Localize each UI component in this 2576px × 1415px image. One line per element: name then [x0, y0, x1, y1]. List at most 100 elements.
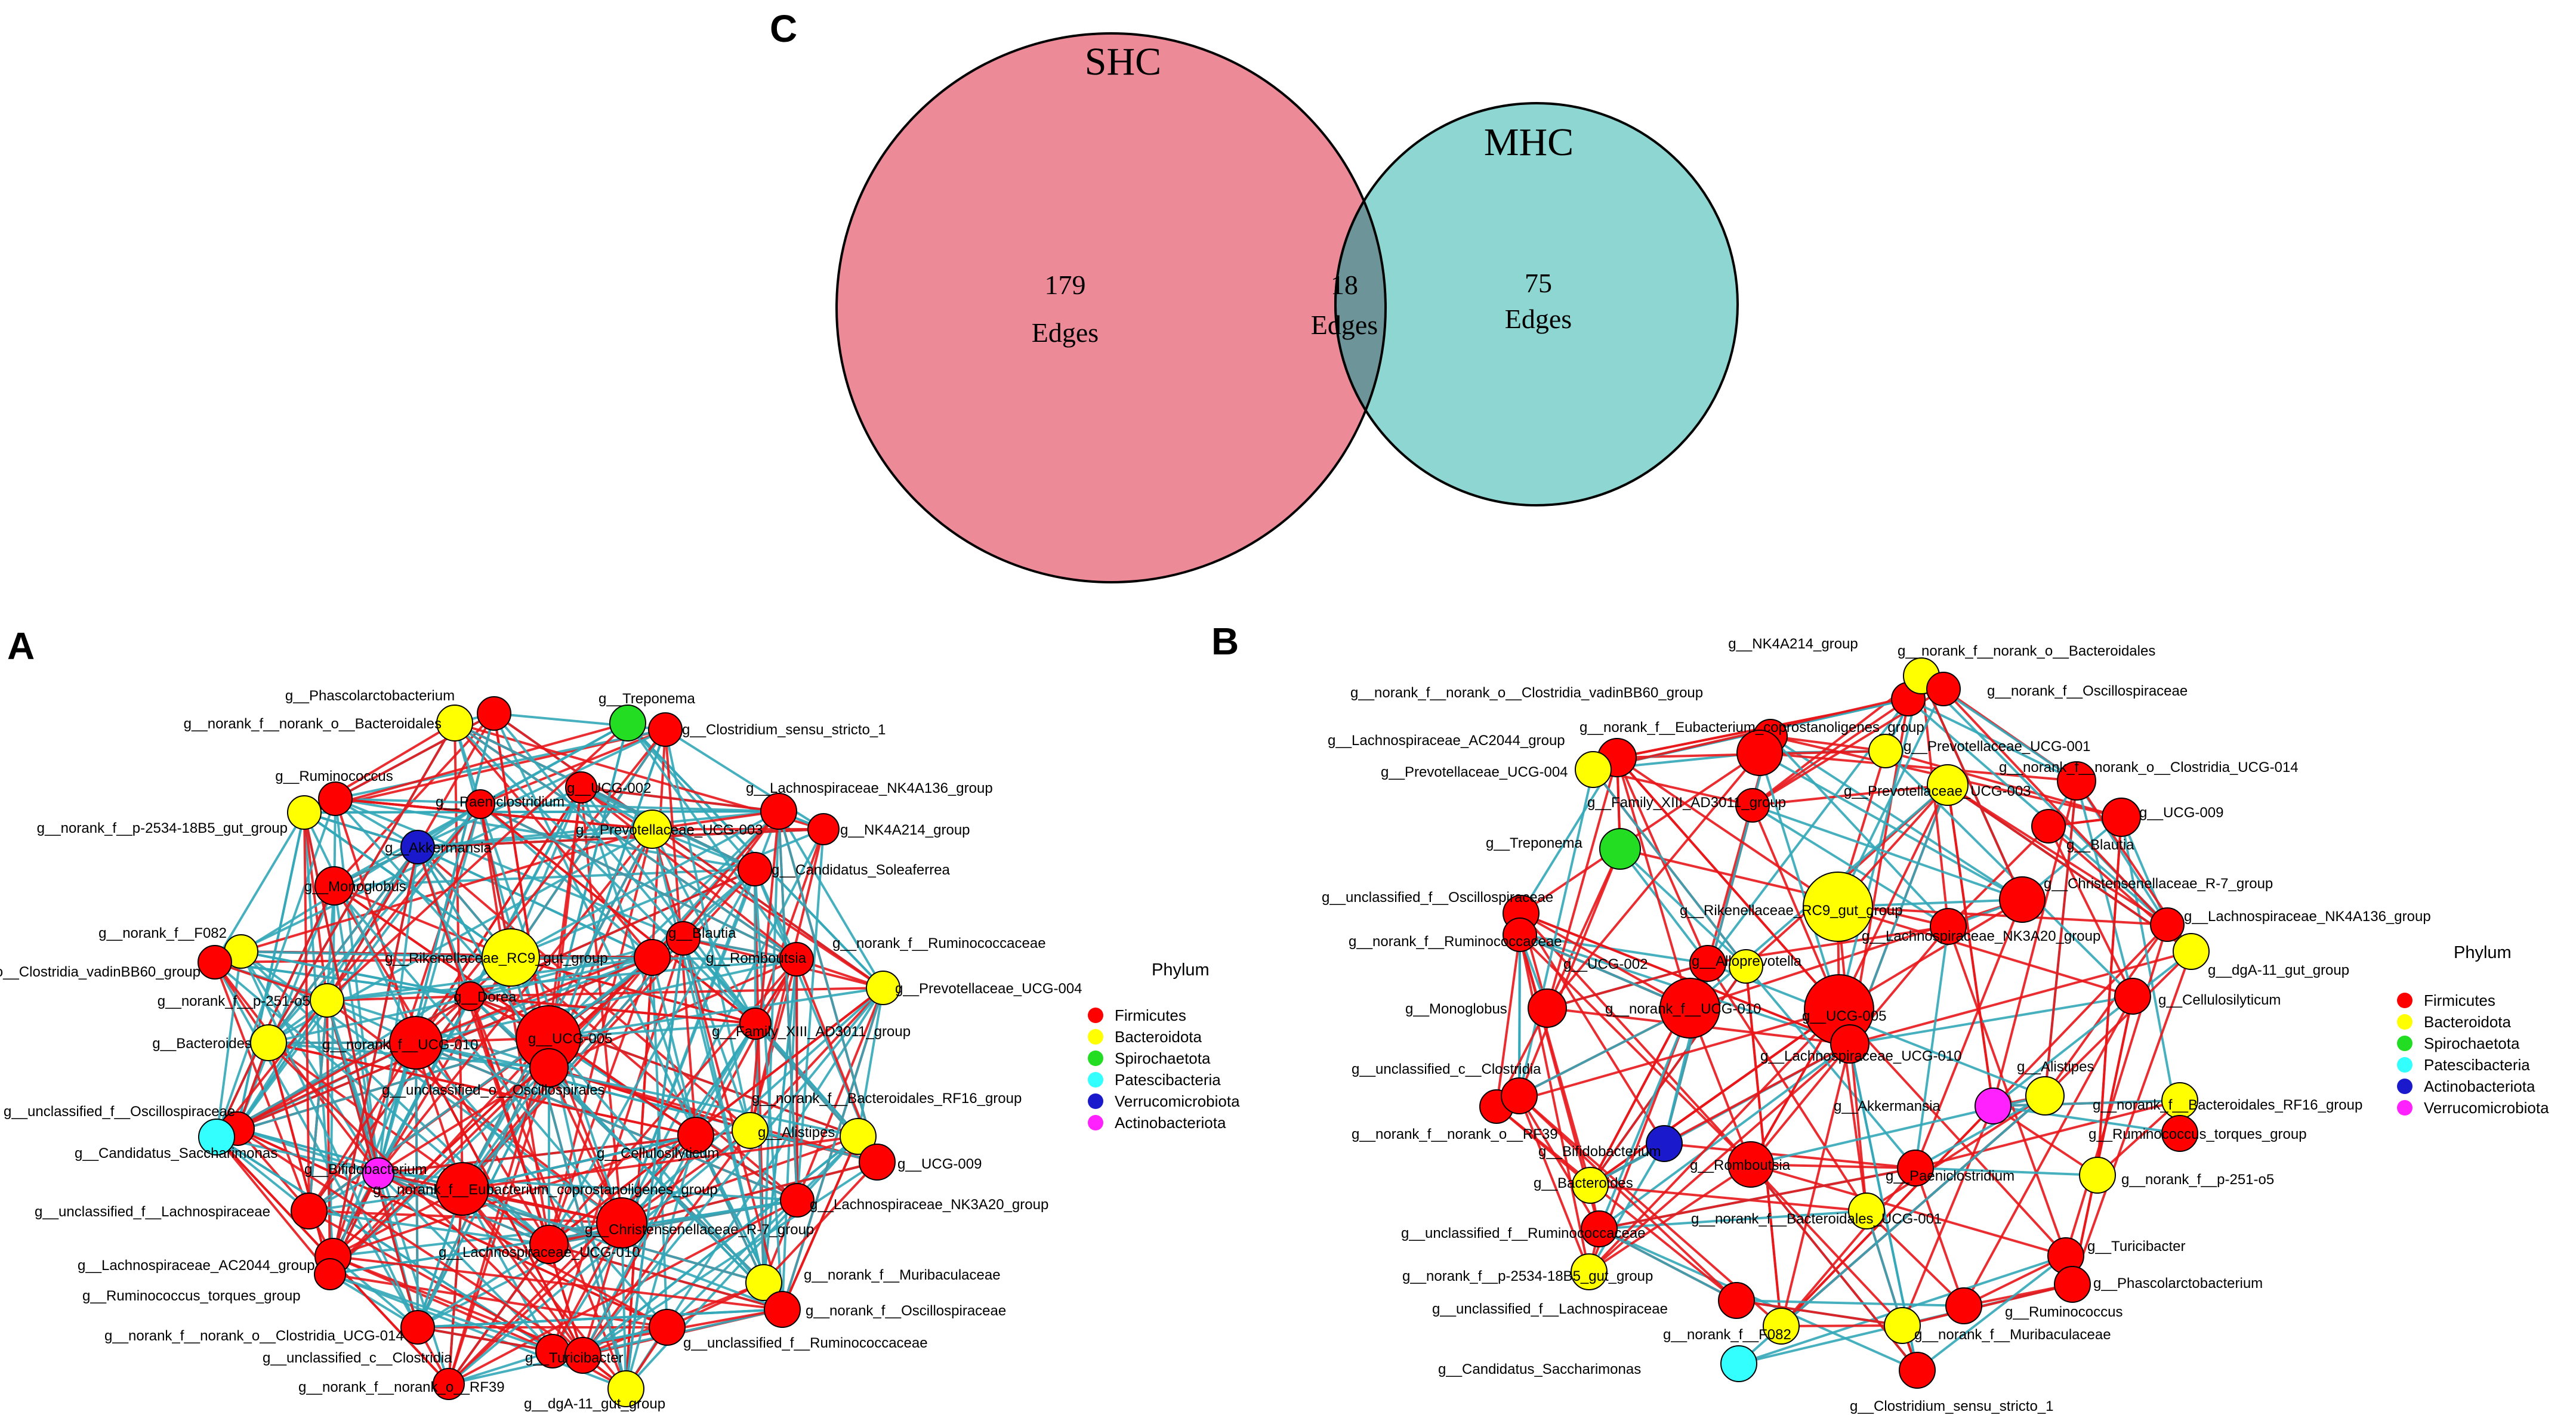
network-a-edge-positive: [215, 885, 335, 1138]
network-a-node-circle: [433, 1368, 465, 1400]
network-b-edge-positive: [1992, 923, 2168, 1107]
network-a-node-label: g__norank_f__F082: [98, 925, 227, 941]
network-b-edge-negative: [1707, 962, 2046, 1097]
network-b-node-circle: [1975, 1087, 2012, 1124]
network-a-edge-negative: [215, 1136, 310, 1212]
network-b-node: g__norank_f__Eubacterium_coprostanoligen…: [1579, 719, 1924, 776]
network-b-node-label: g__Lachnospiraceae_UCG-010: [1760, 1048, 1962, 1064]
network-a-edge-positive: [493, 712, 884, 989]
network-b-node-circle: [1503, 917, 1537, 952]
network-a-edge-positive: [763, 987, 884, 1283]
network-a-node: g__norank_f__norank_o__Clostridia_UCG-01…: [104, 1310, 435, 1345]
network-b-node: g__Lachnospiraceae_UCG-010: [1760, 1024, 1962, 1064]
network-b-node-circle: [1848, 1192, 1885, 1229]
network-a-edge-negative: [510, 728, 667, 959]
network-b-node-circle: [1720, 1345, 1757, 1382]
network-b-edge-positive: [1518, 1095, 1600, 1230]
network-a-edge-positive: [214, 962, 310, 1212]
network-a-node-label: g__UCG-002: [567, 780, 651, 796]
network-a-node: g__Christensenellaceae_R-7_group: [585, 1197, 814, 1249]
network-b-node-label: g__Lachnospiraceae_NK3A20_group: [1862, 928, 2100, 944]
network-a-node: g__Phascolarctobacterium: [285, 688, 511, 731]
network-b-node: g__Cellulosilyticum: [2114, 978, 2281, 1015]
network-b-edge-negative: [1849, 995, 2133, 1045]
network-a-edge-positive: [214, 961, 328, 1002]
network-a-node: g__Paeniclostridium: [436, 789, 564, 819]
network-a-node-label: g__unclassified_o__Oscillospirales: [382, 1082, 605, 1098]
network-a-edge-negative: [326, 1000, 380, 1174]
network-a-node: g__Candidatus_Saccharimonas: [75, 1119, 277, 1161]
network-a-node-label: g__norank_f__p-251-o5: [158, 993, 310, 1009]
network-b-edge-negative: [1599, 1210, 1867, 1230]
network-b-edge-negative: [1619, 848, 1747, 968]
network-a-node-label: g__Ruminococcus_torques_group: [82, 1288, 301, 1304]
network-a-node-circle: [648, 712, 683, 747]
network-a-edge-positive: [448, 1037, 550, 1385]
network-b-edge-positive: [1838, 784, 1949, 1010]
network-a-edge-negative: [582, 987, 884, 1357]
network-b-node: g__norank_f__UCG-010: [1605, 978, 1761, 1039]
network-b-node-label: g__Lachnospiraceae_NK4A136_group: [2184, 909, 2431, 925]
network-b-node: g__Prevotellaceae_UCG-001: [1868, 734, 2091, 768]
network-a-node-circle: [314, 1258, 346, 1290]
network-b-edge-positive: [1914, 899, 2023, 1169]
network-a-node-label: g__Family_XIII_AD3011_group: [712, 1024, 911, 1040]
network-b-edge-positive: [1750, 1163, 1904, 1327]
network-b-edge-positive: [1547, 962, 1708, 1009]
venn-overlap-region: [1334, 198, 1387, 413]
network-b-edge-negative: [1598, 1043, 1851, 1230]
network-a-edge-negative: [778, 811, 878, 1163]
network-b-edge-negative: [1598, 1008, 1691, 1229]
legend-b-title: Phylum: [2454, 943, 2512, 962]
network-a-edge-positive: [547, 787, 582, 1039]
network-b-node-circle: [1999, 876, 2046, 923]
network-a-edge-negative: [548, 869, 756, 1245]
network-b-node-label: g__Family_XIII_AD3011_group: [1587, 795, 1786, 811]
network-a-edge-positive: [448, 1199, 798, 1385]
network-a-edge-negative: [625, 1135, 697, 1389]
network-a-node-circle: [633, 810, 672, 849]
network-a-edge-positive: [332, 1134, 696, 1258]
network-a-node-circle: [529, 1048, 569, 1087]
network-a-edge-positive: [763, 1161, 878, 1284]
network-b-node-circle: [1735, 788, 1770, 823]
network-b-edge-negative: [1736, 1299, 1964, 1307]
network-b-edge-positive: [1589, 1008, 1840, 1187]
network-a-node-circle: [607, 1370, 644, 1407]
network-b-node-circle: [1736, 730, 1783, 776]
network-b-node: g__Family_XIII_AD3011_group: [1587, 788, 1786, 823]
network-b-node-label: g__norank_f__norank_o__Clostridia_UCG-01…: [1999, 759, 2299, 776]
network-a-node-label: g__norank_f__Eubacterium_coprostanoligen…: [373, 1182, 718, 1198]
network-a-edge-positive: [308, 1042, 417, 1212]
network-b-node-circle: [2114, 978, 2151, 1015]
network-a-edge-negative: [548, 987, 884, 1039]
network-a-node-circle: [389, 1016, 443, 1070]
network-b-node: g__norank_f__Ruminococcaceae: [1349, 917, 1562, 952]
network-a-edge-positive: [682, 810, 780, 940]
network-a-node: g__Monoglobus: [304, 866, 406, 906]
network-b-edge-positive: [1520, 912, 1690, 1009]
network-a-node-label: g__Turicibacter: [525, 1350, 624, 1366]
network-b-node: g__norank_f__norank_o__Bacteroidales: [1898, 643, 2155, 694]
network-b-node: g__Monoglobus: [1405, 988, 1567, 1028]
network-a-edge-negative: [551, 1022, 757, 1352]
network-b-node-label: g__norank_f__Bacteroidales_UCG-001: [1691, 1211, 1942, 1227]
network-a-edge-negative: [415, 1042, 798, 1201]
network-b-node-label: g__Rikenellaceae_RC9_gut_group: [1680, 903, 1903, 919]
network-b-edge-negative: [1519, 934, 1690, 1009]
network-a-edge-negative: [334, 798, 380, 1174]
network-a-node: g__norank_f__p-2534-18B5_gut_group: [37, 795, 322, 836]
network-a-edge-positive: [329, 846, 419, 1275]
network-b-node-label: g__unclassified_f__Oscillospiraceae: [1322, 889, 1553, 906]
network-b-edge-positive: [2071, 951, 2192, 1285]
network-b-node-label: g__Paeniclostridium: [1886, 1168, 2014, 1184]
network-a-node-label: g__norank_f__UCG-010: [322, 1037, 479, 1053]
network-a-edge-positive: [303, 812, 310, 1212]
network-b-edge-positive: [1736, 1299, 1903, 1327]
network-a-edge-positive: [304, 722, 628, 814]
network-b-node-circle: [1803, 872, 1873, 942]
network-b-node-label: g__norank_f__Ruminococcaceae: [1349, 934, 1562, 950]
network-b-node-circle: [1718, 1282, 1755, 1319]
